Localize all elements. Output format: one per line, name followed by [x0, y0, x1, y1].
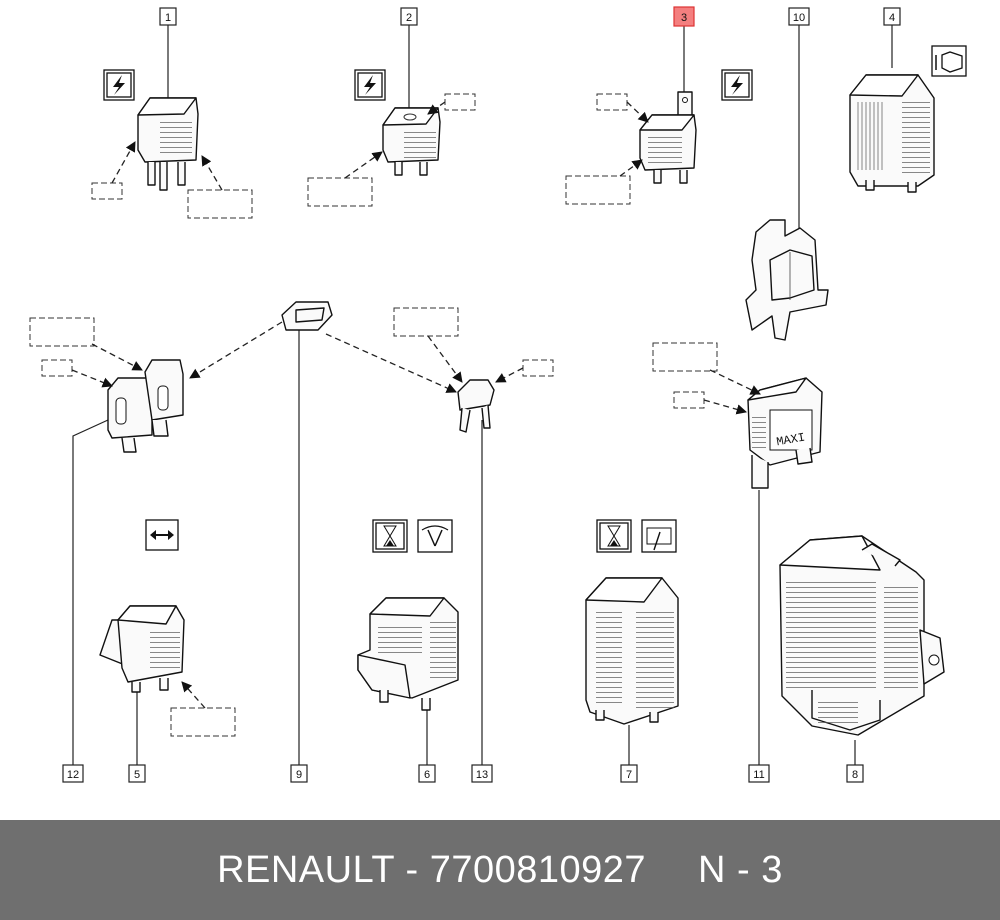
callout-5-label: 5 [134, 769, 140, 781]
callout-9: 9 [290, 764, 308, 783]
callout-3-label: 3 [681, 12, 687, 24]
maxi-fuse-marking: MAXI [775, 431, 806, 450]
dashed-label-box [393, 307, 459, 337]
callout-13: 13 [471, 764, 493, 783]
rear-window-wiper-icon [641, 519, 677, 553]
footer-bar: RENAULT - 7700810927 N - 3 [0, 820, 1000, 920]
callout-6: 6 [418, 764, 436, 783]
callout-12: 12 [62, 764, 84, 783]
dashed-label-box [673, 391, 705, 409]
callout-4: 4 [883, 7, 901, 26]
callout-2-label: 2 [406, 12, 412, 24]
callout-1: 1 [159, 7, 177, 26]
dashed-label-box [444, 93, 476, 111]
relay-part-3 [565, 26, 753, 205]
callout-4-label: 4 [889, 12, 895, 24]
callout-8-label: 8 [852, 769, 858, 781]
callout-6-label: 6 [424, 769, 430, 781]
relay-part-4 [849, 25, 967, 193]
relay-part-5 [99, 519, 236, 765]
dashed-label-box [187, 189, 253, 219]
hourglass-icon [372, 519, 408, 553]
callout-7: 7 [620, 764, 638, 783]
dashed-label-box [522, 359, 554, 377]
dashed-label-box [170, 707, 236, 737]
dashed-label-box [565, 175, 631, 205]
footer-part-number: RENAULT - 7700810927 [217, 848, 647, 891]
footer-page: N - 3 [698, 848, 783, 891]
callout-13-label: 13 [476, 769, 488, 781]
horn-symbol-icon [931, 45, 967, 77]
timer-relay-part-7 [585, 519, 679, 765]
callout-5: 5 [128, 764, 146, 783]
callout-7-label: 7 [626, 769, 632, 781]
callout-10-label: 10 [793, 12, 805, 24]
lightning-symbol-icon [721, 69, 753, 101]
dashed-label-box [596, 93, 628, 111]
dashed-label-box [307, 177, 373, 207]
dashed-label-box [91, 182, 123, 200]
timer-relay-part-6 [357, 519, 459, 765]
callout-1-label: 1 [165, 12, 171, 24]
callout-11-label: 11 [753, 769, 764, 781]
mini-fuse-part-12 [29, 317, 184, 765]
wiper-icon [417, 519, 453, 553]
parts-diagram: 1 2 [29, 6, 967, 783]
callout-12-label: 12 [67, 769, 79, 781]
callout-2: 2 [400, 7, 418, 26]
callout-10: 10 [788, 7, 810, 26]
hourglass-icon [596, 519, 632, 553]
relay-part-1 [91, 25, 253, 219]
callout-11: 11 [748, 764, 770, 783]
relay-holder-part-10 [745, 25, 829, 341]
mini-fuse-part-13 [393, 307, 554, 765]
lightning-symbol-icon [103, 69, 135, 101]
callout-9-label: 9 [296, 769, 302, 781]
control-unit-part-8 [779, 535, 945, 765]
dashed-label-box [41, 359, 73, 377]
dashed-label-box [29, 317, 95, 347]
callout-3: 3 [673, 6, 695, 27]
lightning-symbol-icon [354, 69, 386, 101]
relay-part-2 [307, 25, 476, 207]
fuse-puller-part-9 [189, 301, 457, 765]
double-arrow-icon [145, 519, 179, 551]
dashed-label-box [652, 342, 718, 372]
maxi-fuse-part-11: MAXI [652, 342, 823, 765]
callout-8: 8 [846, 764, 864, 783]
